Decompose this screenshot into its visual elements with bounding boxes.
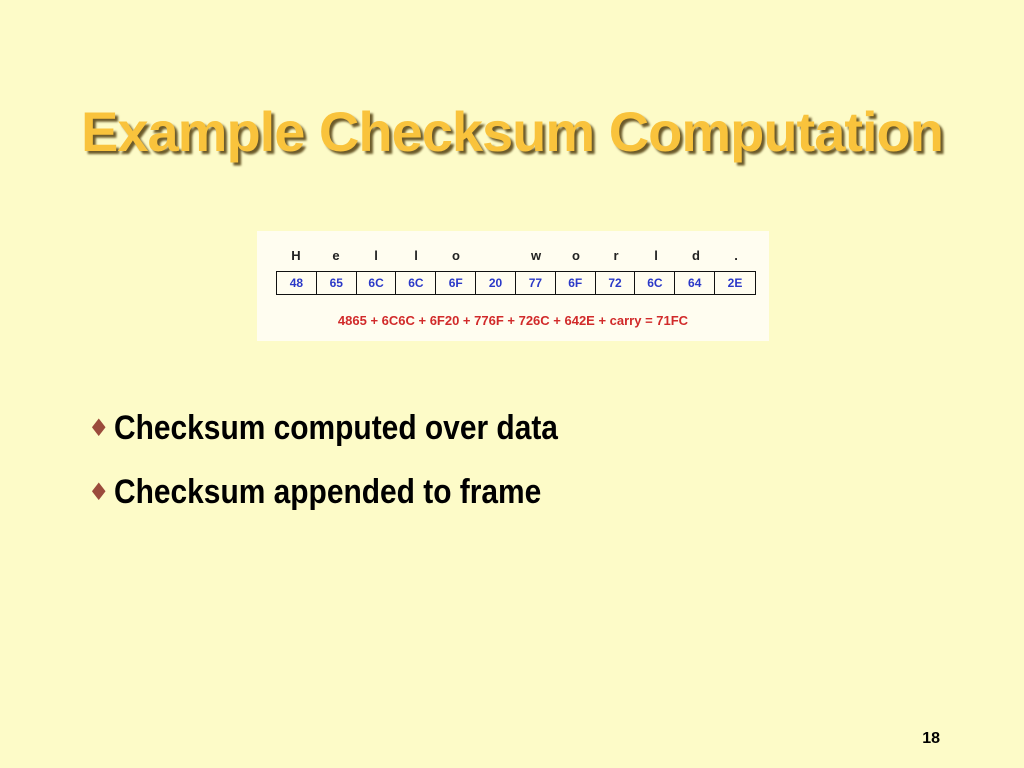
bullet-item: ♦ Checksum computed over data: [88, 406, 618, 450]
bullet-list: ♦ Checksum computed over data ♦ Checksum…: [88, 406, 618, 534]
bullet-text: Checksum computed over data: [114, 409, 558, 447]
character-cell: l: [414, 248, 418, 263]
hex-cell: 65: [317, 272, 357, 294]
hex-cell: 6F: [556, 272, 596, 294]
hex-cell: 48: [277, 272, 317, 294]
character-cell: o: [452, 248, 460, 263]
hex-cell: 20: [476, 272, 516, 294]
character-cell: l: [654, 248, 658, 263]
character-cell: [476, 249, 516, 263]
hex-cell: 72: [596, 272, 636, 294]
diamond-bullet-icon: ♦: [88, 414, 110, 442]
hex-cell: 64: [675, 272, 716, 294]
character-cell: d: [692, 248, 700, 263]
hex-cell: 6C: [635, 272, 676, 294]
character-cell: r: [613, 248, 619, 263]
slide-title: Example Checksum Computation: [81, 100, 944, 163]
hex-cell: 77: [516, 272, 556, 294]
character-cell: w: [530, 248, 542, 263]
hex-value-row: 48 65 6C 6C 6F 20 77 6F 72 6C 64 2E: [276, 271, 756, 295]
character-cell: o: [572, 248, 580, 263]
bullet-item: ♦ Checksum appended to frame: [88, 470, 618, 514]
hex-cell: 6C: [396, 272, 437, 294]
checksum-figure: H e l l o w o r l d . 48 65 6C 6C 6F 20 …: [257, 231, 769, 341]
hex-cell: 6C: [357, 272, 397, 294]
character-cell: H: [291, 248, 301, 263]
character-cell: .: [734, 248, 738, 263]
character-row: H e l l o w o r l d .: [276, 249, 756, 263]
hex-cell: 6F: [436, 272, 477, 294]
checksum-equation: 4865 + 6C6C + 6F20 + 776F + 726C + 642E …: [337, 313, 689, 328]
diamond-bullet-icon: ♦: [88, 478, 110, 506]
hex-cell: 2E: [727, 276, 743, 290]
character-cell: e: [332, 248, 340, 263]
bullet-text: Checksum appended to frame: [114, 473, 542, 511]
character-cell: l: [374, 248, 378, 263]
page-number: 18: [922, 730, 940, 747]
